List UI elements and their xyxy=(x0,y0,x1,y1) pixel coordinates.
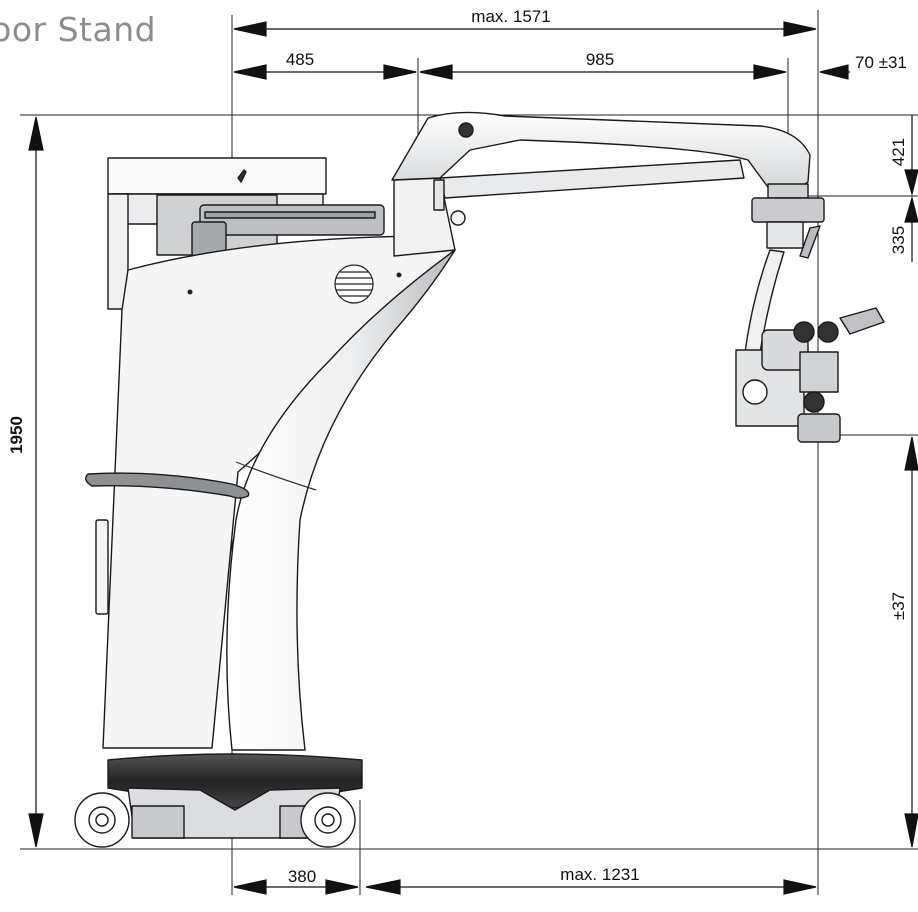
dim-bottom-reach: max. 1231 xyxy=(560,865,639,884)
microscope-stand xyxy=(74,111,885,848)
vent-grille xyxy=(334,264,374,304)
dim-bottom-left: 380 xyxy=(288,867,316,886)
wheel-left xyxy=(74,792,130,848)
dim-top-total: max. 1571 xyxy=(471,7,550,26)
page-title: Floor Stand xyxy=(0,10,157,49)
monitor-arm xyxy=(191,204,385,257)
dim-right-lower: ±37 xyxy=(889,592,908,620)
side-panel xyxy=(95,519,109,615)
dim-top-left: 485 xyxy=(286,50,314,69)
handle xyxy=(85,472,250,499)
microscope-head xyxy=(735,307,885,443)
wheel-right xyxy=(300,792,356,848)
dim-right-middle: 335 xyxy=(889,226,908,254)
base xyxy=(107,753,363,839)
dim-height-total: 1950 xyxy=(7,416,26,454)
column xyxy=(226,249,456,751)
dimension-arrows xyxy=(28,21,918,895)
dim-right-offset: 70 ±31 xyxy=(855,53,907,72)
dim-top-middle: 985 xyxy=(586,50,614,69)
carrier xyxy=(741,183,825,383)
dim-right-upper: 421 xyxy=(889,138,908,166)
